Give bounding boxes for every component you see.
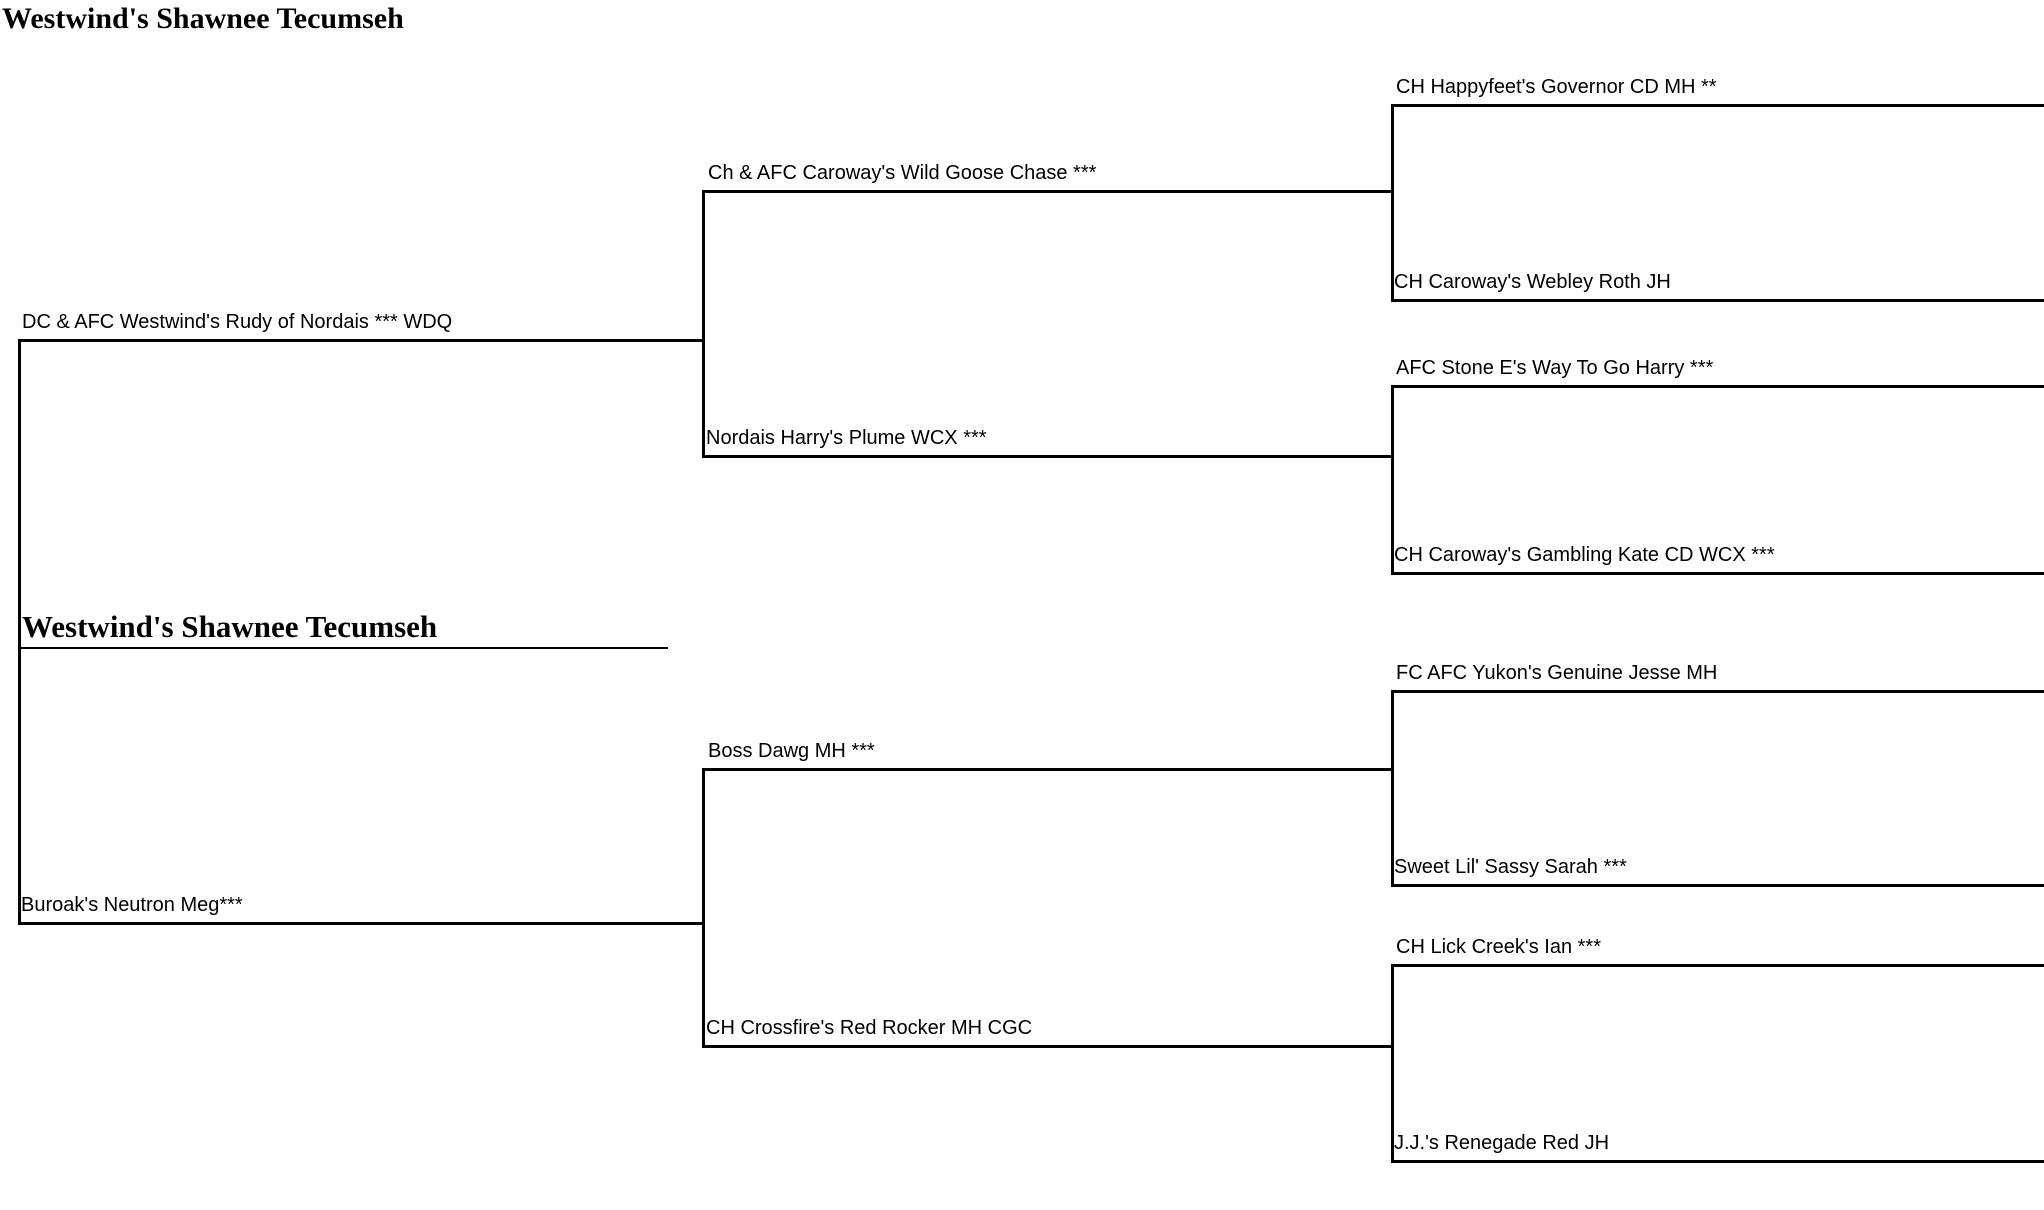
dam-name: Buroak's Neutron Meg*** xyxy=(21,894,243,916)
subject-underline xyxy=(18,647,668,649)
dam-parents-bracket xyxy=(702,768,705,1048)
dam-sire-parents-bracket xyxy=(1391,690,1394,887)
dam-sire-sire-name: FC AFC Yukon's Genuine Jesse MH xyxy=(1396,662,1718,684)
sire-sire-dam-underline xyxy=(1391,299,2044,302)
sire-dam-name: Nordais Harry's Plume WCX *** xyxy=(706,427,987,449)
sire-dam-sire-name: AFC Stone E's Way To Go Harry *** xyxy=(1396,357,1714,379)
dam-dam-dam-name: J.J.'s Renegade Red JH xyxy=(1394,1132,1610,1154)
dam-dam-dam-underline xyxy=(1391,1160,2044,1163)
dam-dam-underline xyxy=(702,1045,1394,1048)
sire-underline xyxy=(18,339,705,342)
sire-name: DC & AFC Westwind's Rudy of Nordais *** … xyxy=(22,311,453,333)
dam-dam-sire-name: CH Lick Creek's Ian *** xyxy=(1396,936,1601,958)
dam-dam-name: CH Crossfire's Red Rocker MH CGC xyxy=(706,1017,1033,1039)
sire-dam-underline xyxy=(702,455,1394,458)
sire-sire-dam-name: CH Caroway's Webley Roth JH xyxy=(1394,271,1671,293)
sire-dam-parents-bracket xyxy=(1391,385,1394,575)
dam-sire-name: Boss Dawg MH *** xyxy=(708,740,875,762)
sire-dam-dam-underline xyxy=(1391,572,2044,575)
sire-sire-sire-underline xyxy=(1391,104,2044,107)
dam-sire-underline xyxy=(702,768,1394,771)
dam-sire-dam-name: Sweet Lil' Sassy Sarah *** xyxy=(1394,856,1627,878)
sire-sire-underline xyxy=(702,190,1394,193)
sire-sire-name: Ch & AFC Caroway's Wild Goose Chase *** xyxy=(708,162,1097,184)
dam-sire-sire-underline xyxy=(1391,690,2044,693)
subject-parents-bracket xyxy=(18,339,21,925)
sire-parents-bracket xyxy=(702,190,705,458)
dam-underline xyxy=(18,922,705,925)
sire-sire-sire-name: CH Happyfeet's Governor CD MH ** xyxy=(1396,76,1717,98)
subject-name: Westwind's Shawnee Tecumseh xyxy=(22,609,438,644)
sire-sire-parents-bracket xyxy=(1391,104,1394,302)
dam-dam-sire-underline xyxy=(1391,964,2044,967)
sire-dam-dam-name: CH Caroway's Gambling Kate CD WCX *** xyxy=(1394,544,1775,566)
dam-sire-dam-underline xyxy=(1391,884,2044,887)
sire-dam-sire-underline xyxy=(1391,385,2044,388)
dam-dam-parents-bracket xyxy=(1391,964,1394,1163)
page-title: Westwind's Shawnee Tecumseh xyxy=(2,2,404,35)
